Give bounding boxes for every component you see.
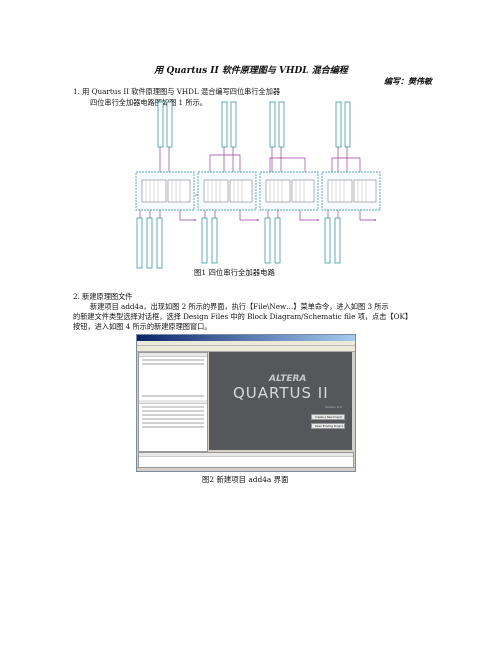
- project-navigator-pane: [138, 352, 208, 452]
- window-titlebar: [137, 335, 355, 341]
- section1-body: 四位串行全加器电路图如图 1 所示。: [90, 98, 207, 107]
- output-pin: [274, 217, 281, 264]
- version-label: Version 6.0: [325, 405, 342, 409]
- output-pin: [136, 217, 143, 269]
- output-pin: [201, 217, 208, 264]
- output-pin: [156, 217, 163, 269]
- message-pane: [138, 452, 354, 468]
- window-statusbar: [137, 467, 355, 471]
- input-pin: [335, 101, 342, 148]
- figure1-caption: 图1 四位串行全加器电路: [194, 268, 275, 277]
- quartus-logo: QUARTUS II: [233, 384, 329, 402]
- document-title: 用 Quartus II 软件原理图与 VHDL 混合编程: [154, 66, 348, 76]
- input-pin: [166, 101, 173, 148]
- figure2-caption: 图2 新建项目 add4a 界面: [202, 475, 289, 484]
- output-pin: [334, 217, 341, 264]
- full-adder-circuit-figure: [135, 101, 381, 269]
- section2-body-line3: 按钮，进入如图 4 所示的新建原理图窗口。: [73, 322, 212, 331]
- input-pin: [344, 101, 351, 148]
- open-project-button: Open Existing Project: [311, 423, 345, 429]
- window-toolbar: [137, 346, 355, 352]
- output-pin: [211, 217, 218, 264]
- input-pin: [269, 101, 276, 148]
- output-pin: [146, 217, 153, 269]
- section2-body-line1: 新建项目 add4a，出现如图 2 所示的界面，执行【File\New…】菜单命…: [90, 302, 389, 311]
- window-menubar: [137, 341, 355, 346]
- input-pin: [230, 101, 237, 148]
- input-pin: [157, 101, 164, 148]
- circuit-drawing: [135, 101, 381, 269]
- output-pin: [324, 217, 331, 264]
- quartus-window-figure: ALTERA QUARTUS II Version 6.0 Create a N…: [136, 334, 356, 472]
- input-pin: [278, 101, 285, 148]
- section2-heading: 2. 新建原理图文件: [73, 292, 133, 301]
- altera-logo: ALTERA: [269, 374, 307, 384]
- output-pin: [264, 217, 271, 264]
- input-pin: [221, 101, 228, 148]
- author-line: 编写：樊伟敏: [384, 76, 432, 86]
- create-project-button: Create a New Project: [311, 414, 345, 420]
- section1-heading: 1. 用 Quartus II 软件原理图与 VHDL 混合编写四位串行全加器: [73, 87, 281, 96]
- section2-body-line2: 的新建文件类型选择对话框，选择 Design Files 中的 Block Di…: [73, 312, 413, 321]
- splash-area: ALTERA QUARTUS II Version 6.0 Create a N…: [209, 352, 352, 450]
